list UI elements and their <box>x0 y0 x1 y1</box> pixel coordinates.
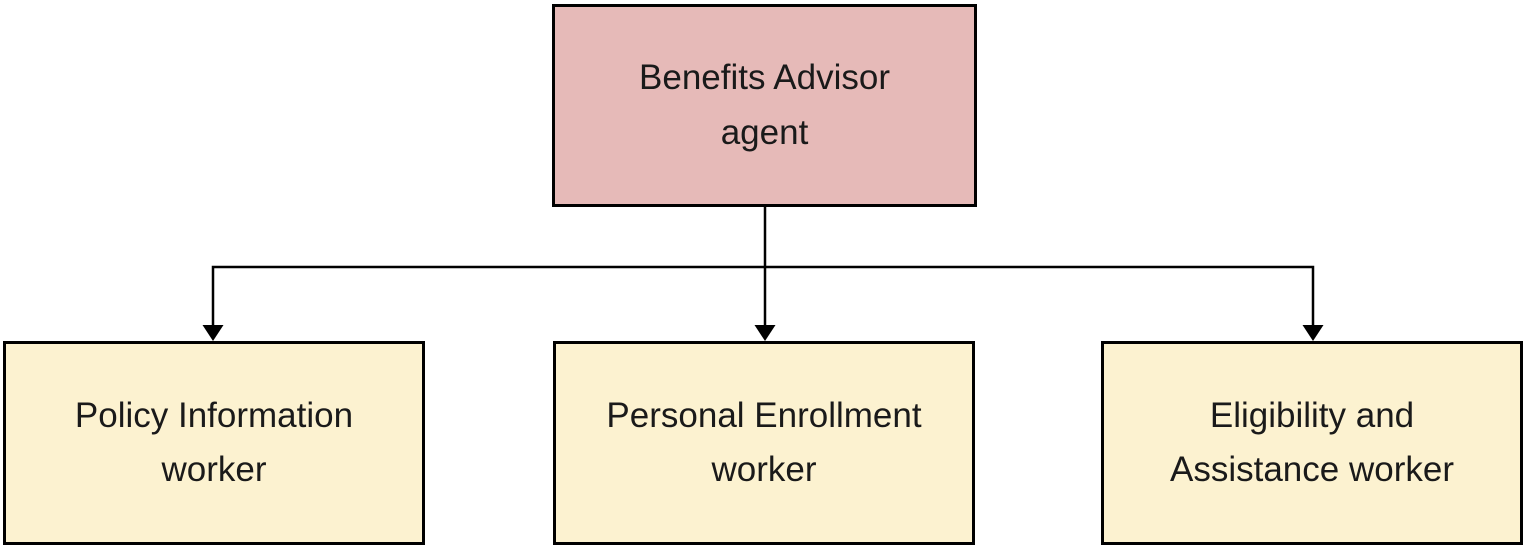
node-benefits-advisor-agent: Benefits Advisor agent <box>552 4 977 207</box>
edge-bus <box>211 265 1315 327</box>
arrowhead-right <box>1302 325 1324 341</box>
node-label: Policy Information worker <box>74 395 354 489</box>
node-label: Personal Enrollment worker <box>606 395 922 489</box>
arrowhead-middle <box>754 325 776 341</box>
node-policy-information-worker: Policy Information worker <box>3 341 425 545</box>
node-personal-enrollment-worker: Personal Enrollment worker <box>553 341 975 545</box>
node-eligibility-assistance-worker: Eligibility and Assistance worker <box>1101 341 1523 545</box>
node-label: Benefits Advisor agent <box>639 58 890 152</box>
arrowhead-left <box>202 325 224 341</box>
node-label: Eligibility and Assistance worker <box>1170 395 1454 489</box>
